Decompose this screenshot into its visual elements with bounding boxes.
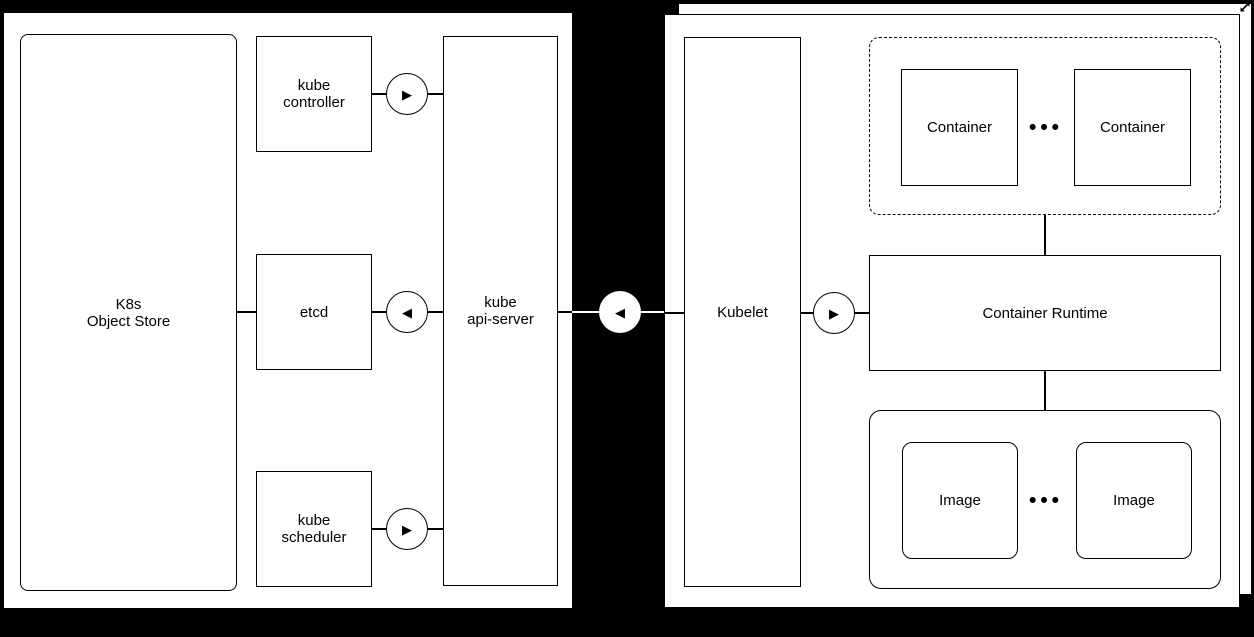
container-runtime-label: Container Runtime <box>982 304 1108 322</box>
ellipsis-dots: ••• <box>1028 489 1064 512</box>
diagonal-resize-icon-svg <box>1240 2 1250 12</box>
k8s-object-store-box: K8s Object Store <box>20 34 237 591</box>
arrow-left-icon: ◀ <box>402 304 412 320</box>
arrow-left-icon: ◀ <box>615 304 625 320</box>
container-box-right: Container <box>1074 69 1191 186</box>
controller-arrow-circle: ▶ <box>386 73 428 115</box>
scheduler-arrow-circle: ▶ <box>386 508 428 550</box>
line-runtime-images <box>1044 371 1046 410</box>
etcd-box: etcd <box>256 254 372 370</box>
kube-scheduler-label-line1: kube <box>297 512 331 529</box>
image-label: Image <box>939 492 981 509</box>
master-node-arrow-circle: ◀ <box>599 291 641 333</box>
container-label: Container <box>926 119 993 136</box>
master-panel: K8s Object Store kube controller etcd ku… <box>4 13 572 608</box>
kube-controller-label-line1: kube <box>297 77 331 94</box>
image-store-group: Image ••• Image <box>869 410 1221 589</box>
ellipsis-dots: ••• <box>1028 116 1064 139</box>
kubelet-label: Kubelet <box>717 303 768 321</box>
line-edge-kubelet <box>665 312 684 314</box>
image-label: Image <box>1113 492 1155 509</box>
diagonal-resize-icon[interactable] <box>1238 0 1252 14</box>
kubelet-arrow-circle: ▶ <box>813 292 855 334</box>
container-ellipsis: ••• <box>1018 116 1074 139</box>
image-box-left: Image <box>902 442 1018 559</box>
kube-api-server-label-line1: kube <box>484 294 517 311</box>
kube-scheduler-label-line2: scheduler <box>281 529 347 546</box>
arrow-right-icon: ▶ <box>829 305 839 321</box>
image-ellipsis: ••• <box>1018 489 1074 512</box>
line-pod-runtime <box>1044 215 1046 255</box>
node-panel: Kubelet ▶ Container ••• Container Contai… <box>664 14 1240 608</box>
arrow-right-icon: ▶ <box>402 521 412 537</box>
container-label: Container <box>1099 119 1166 136</box>
arrow-right-icon: ▶ <box>402 86 412 102</box>
etcd-label: etcd <box>299 303 329 321</box>
k8s-object-store-label-line1: K8s <box>115 295 142 313</box>
kube-api-server-label-line2: api-server <box>467 311 534 328</box>
kubelet-box: Kubelet <box>684 37 801 587</box>
container-runtime-box: Container Runtime <box>869 255 1221 371</box>
line-apiserver-edge <box>556 311 572 313</box>
etcd-arrow-circle: ◀ <box>386 291 428 333</box>
container-box-left: Container <box>901 69 1018 186</box>
kube-api-server-box: kube api-server <box>443 36 558 586</box>
pod-group: Container ••• Container <box>869 37 1221 215</box>
k8s-object-store-label-line2: Object Store <box>86 312 171 330</box>
line-store-etcd <box>234 311 260 313</box>
kube-scheduler-box: kube scheduler <box>256 471 372 587</box>
image-box-right: Image <box>1076 442 1192 559</box>
kube-controller-box: kube controller <box>256 36 372 152</box>
kube-controller-label-line2: controller <box>283 94 345 111</box>
